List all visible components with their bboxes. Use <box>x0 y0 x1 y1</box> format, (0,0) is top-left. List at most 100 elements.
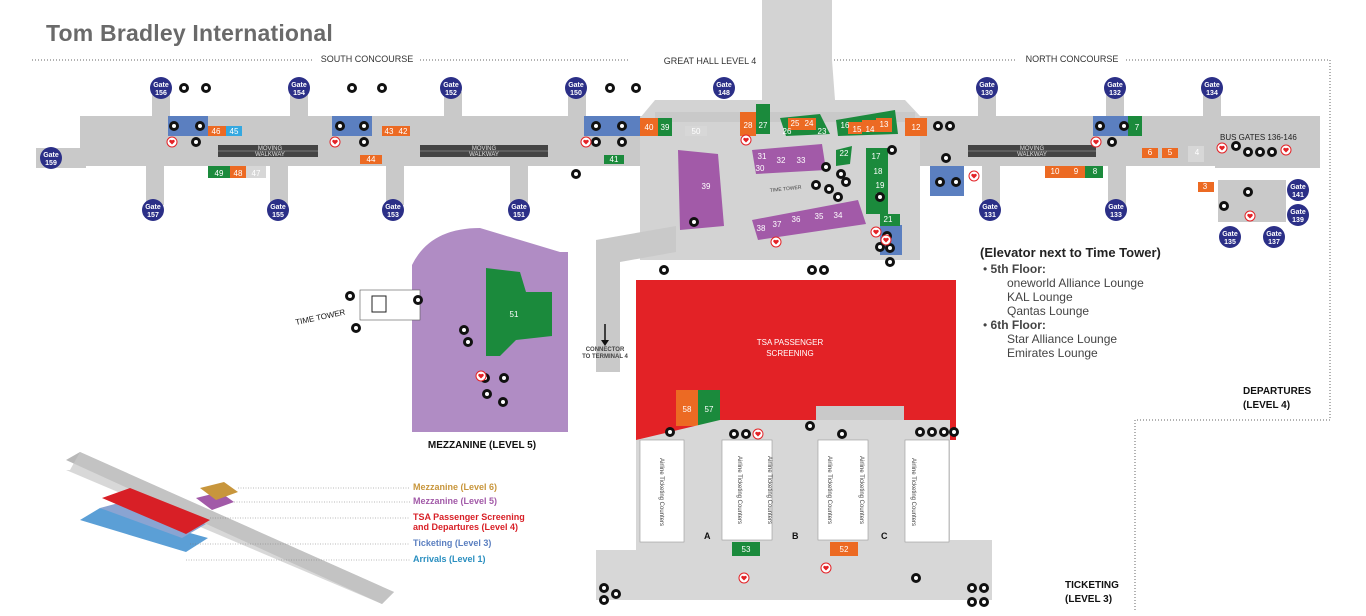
store-number: 46 <box>212 127 221 136</box>
amenity-icon <box>875 192 885 202</box>
amenity-icon <box>933 121 943 131</box>
row-a: A <box>704 531 711 541</box>
amenity-icon <box>617 137 627 147</box>
store-number: 53 <box>742 545 751 554</box>
svg-text:148: 148 <box>718 90 730 97</box>
amenity-icon <box>617 121 627 131</box>
connector-label: CONNECTOR <box>586 347 625 353</box>
store-number: 52 <box>840 545 849 554</box>
store-number: 8 <box>1093 167 1098 176</box>
amenity-icon <box>811 180 821 190</box>
restroom-icon <box>1216 142 1228 154</box>
amenity-icon <box>885 243 895 253</box>
amenity-icon <box>201 83 211 93</box>
legend-tsa: TSA Passenger Screening <box>413 512 525 522</box>
store-number: 48 <box>234 169 243 178</box>
amenity-icon <box>979 583 989 593</box>
gate-label: Gate <box>145 204 161 211</box>
level-legend-3d <box>66 452 394 604</box>
amenity-icon <box>1107 137 1117 147</box>
svg-text:MOVING: MOVING <box>258 146 283 152</box>
amenity-icon <box>659 265 669 275</box>
store-number: 4 <box>1195 148 1200 157</box>
store-number: 33 <box>797 156 806 165</box>
gate-label: Gate <box>291 82 307 89</box>
store-number: 28 <box>744 121 753 130</box>
restroom-icon <box>820 562 832 574</box>
amenity-icon <box>351 323 361 333</box>
gate-label: Gate <box>1107 82 1123 89</box>
svg-text:132: 132 <box>1109 90 1121 97</box>
store-number: 27 <box>759 121 768 130</box>
store-number: 35 <box>815 212 824 221</box>
svg-text:130: 130 <box>981 90 993 97</box>
store-number: 15 <box>853 125 862 134</box>
restroom-icon <box>870 226 882 238</box>
amenity-icon <box>819 265 829 275</box>
amenity-icon <box>463 337 473 347</box>
gate-label: Gate <box>982 204 998 211</box>
amenity-icon <box>599 595 609 605</box>
store-number: 39 <box>702 182 711 191</box>
amenity-icon <box>1255 147 1265 157</box>
store-number: 40 <box>645 123 654 132</box>
amenity-icon <box>1119 121 1129 131</box>
svg-text:MOVING: MOVING <box>472 146 497 152</box>
store-number: 32 <box>777 156 786 165</box>
amenity-icon <box>741 429 751 439</box>
restroom-icon <box>1280 144 1292 156</box>
store-number: 43 <box>385 127 394 136</box>
amenity-icon <box>335 121 345 131</box>
gate-label: Gate <box>568 82 584 89</box>
amenity-icon <box>875 242 885 252</box>
amenity-icon <box>605 83 615 93</box>
restroom-icon <box>752 428 764 440</box>
ticketing-counter-label: Airline Ticketing Counters <box>658 458 664 526</box>
gate-label: Gate <box>443 82 459 89</box>
store-number: 7 <box>1135 123 1140 132</box>
amenity-icons <box>166 83 1292 607</box>
store-57 <box>698 390 720 426</box>
gate-label: Gate <box>1204 82 1220 89</box>
store-number: 49 <box>215 169 224 178</box>
svg-text:WALKWAY: WALKWAY <box>255 152 285 158</box>
purple-shops <box>678 144 866 240</box>
amenity-icon <box>841 177 851 187</box>
gate-label: Gate <box>511 204 527 211</box>
gate-label: Gate <box>43 152 59 159</box>
amenity-icon <box>571 169 581 179</box>
tsa-label: TSA PASSENGER <box>757 338 824 347</box>
gate-label: Gate <box>270 204 286 211</box>
legend-leaders <box>186 487 410 561</box>
store-number: 26 <box>783 127 792 136</box>
ticketing-level-3 <box>596 420 992 600</box>
store-number: 39 <box>661 123 670 132</box>
gate-markers: Gate156Gate154Gate152Gate150Gate148Gate1… <box>40 77 1309 248</box>
gate-label: Gate <box>153 82 169 89</box>
restroom-icon <box>880 234 892 246</box>
store-number: 9 <box>1074 167 1079 176</box>
svg-text:150: 150 <box>570 90 582 97</box>
amenity-icon <box>979 597 989 607</box>
svg-text:Airline Ticketing Counters: Airline Ticketing Counters <box>858 456 864 524</box>
legend-arrivals: Arrivals (Level 1) <box>413 554 486 564</box>
connector-terminal-4 <box>596 226 676 372</box>
store-number: 25 <box>791 119 800 128</box>
svg-text:153: 153 <box>387 212 399 219</box>
store-number: 13 <box>880 120 889 129</box>
bus-gates-label: BUS GATES 136-146 <box>1220 133 1297 142</box>
store-number: 37 <box>773 220 782 229</box>
amenity-icon <box>887 145 897 155</box>
store-51 <box>486 268 552 356</box>
svg-text:152: 152 <box>445 90 457 97</box>
